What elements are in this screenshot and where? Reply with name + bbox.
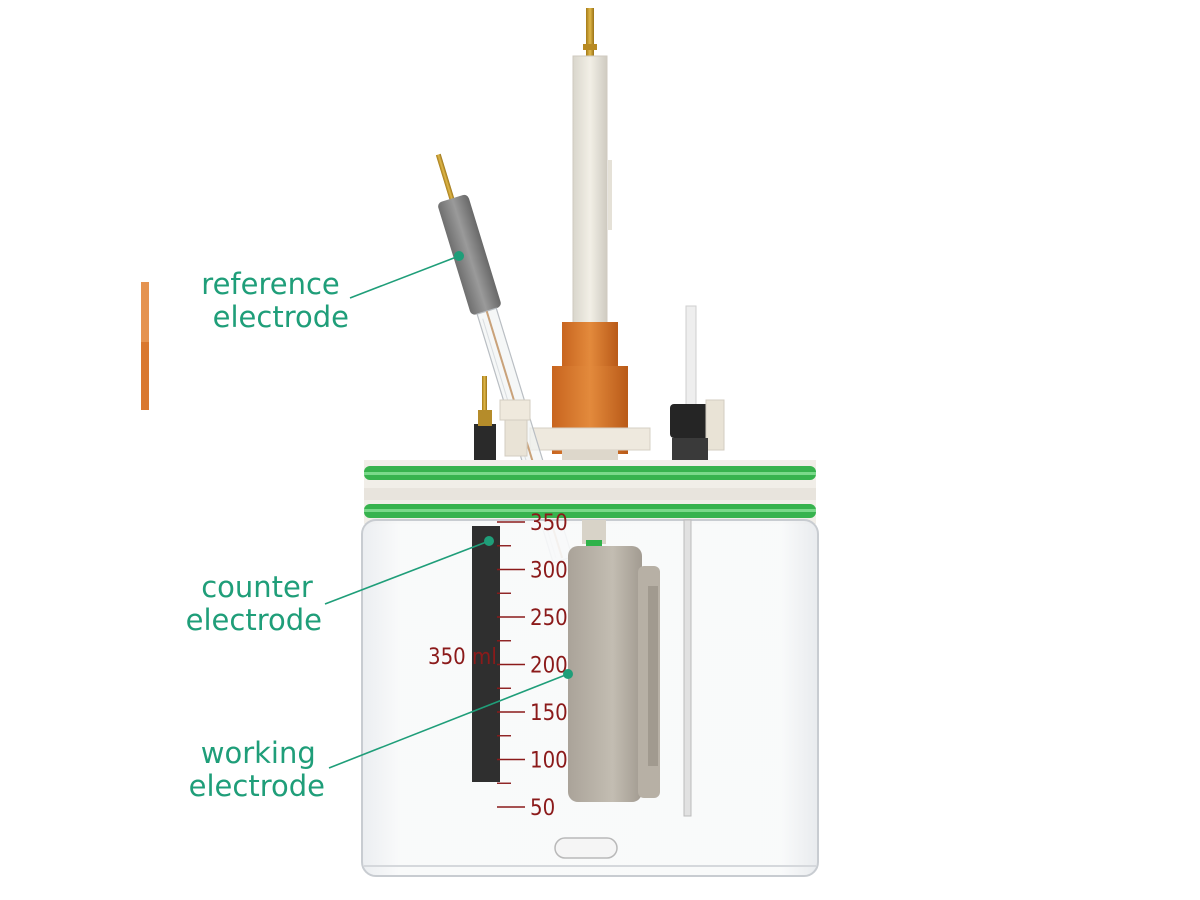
orange-fitting <box>529 322 651 460</box>
black-cap-fitting <box>670 305 725 460</box>
scale-tick-label: 200 <box>530 654 568 679</box>
reference-port <box>499 399 531 457</box>
counter-callout-dot <box>484 536 494 546</box>
cell-lid <box>364 460 816 524</box>
working-electrode <box>568 520 660 802</box>
scale-tick-label: 350 <box>530 511 568 536</box>
central-rod <box>572 8 612 327</box>
stir-bar <box>554 837 618 859</box>
scale-tick-label: 50 <box>530 796 555 821</box>
counter-electrode-label: counter electrode <box>186 570 322 637</box>
working-electrode-label: working electrode <box>189 736 325 803</box>
counter-electrode-rod <box>472 526 500 782</box>
reference-callout <box>349 251 464 299</box>
working-callout <box>328 669 573 769</box>
reference-callout-dot <box>454 251 464 261</box>
scale-tick-label: 150 <box>530 701 568 726</box>
graduation-scale: 350 300 250 200 150 100 50 350 ml <box>428 511 568 821</box>
reference-electrode-label: reference electrode <box>201 267 349 334</box>
scale-tick-label: 250 <box>530 606 568 631</box>
orange-edge-fragment <box>141 282 149 410</box>
working-callout-dot <box>563 669 573 679</box>
volume-label: 350 ml <box>428 645 497 670</box>
thin-rod <box>683 519 692 817</box>
counter-connector <box>474 376 496 460</box>
scale-tick-label: 100 <box>530 749 568 774</box>
scale-tick-label: 300 <box>530 559 568 584</box>
counter-callout <box>324 536 494 605</box>
